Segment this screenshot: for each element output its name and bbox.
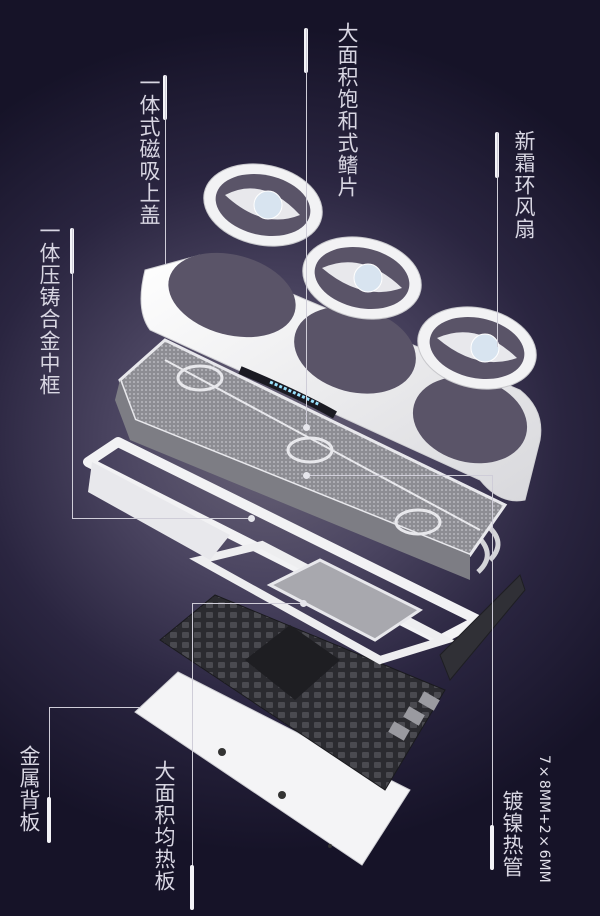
leader-line-vapor-chamber [192,603,193,908]
fan-3 [417,306,537,390]
top-cover-part [140,252,542,502]
leader-line-fin-stack [306,28,307,428]
fin-stack-part [115,338,508,580]
label-fin-stack: 大面积饱和式鳍片 [335,22,359,198]
leader-dot-vapor-chamber [300,600,307,607]
leader-dot-middle-frame [248,515,255,522]
label-vapor-chamber: 大面积均热板 [152,760,176,892]
leader-hline-vapor-chamber [192,603,304,604]
leader-hline-heatpipes [306,475,492,476]
label-backplate: 金属背板 [17,745,41,833]
leader-hline-backplate [49,707,141,708]
label-heatpipes: 镀镍热管 [500,790,524,878]
fan-1 [203,163,323,247]
leader-dot-heatpipes [303,472,310,479]
leader-cap-vapor-chamber [190,865,194,910]
label-middle-frame: 一体压铸合金中框 [37,220,61,396]
backplate-part [134,671,411,866]
leader-line-top-cover [165,75,166,265]
label-heatpipes-spec: 7×8MM+2×6MM [536,755,552,883]
leader-line-middle-frame [72,228,73,518]
leader-line-heatpipes [492,475,493,870]
leader-hline-middle-frame [72,518,252,519]
fan-2 [302,236,422,320]
label-top-cover: 一体式磁吸上盖 [137,72,161,226]
label-fans: 新霜环风扇 [512,130,536,240]
leader-dot-fin-stack [303,424,310,431]
io-bracket-part [439,574,526,681]
leader-line-backplate [49,707,50,842]
leader-cap-heatpipes [490,825,494,870]
leader-cap-backplate [47,797,51,843]
pcb-part [159,594,446,791]
leader-line-fans [497,132,498,347]
